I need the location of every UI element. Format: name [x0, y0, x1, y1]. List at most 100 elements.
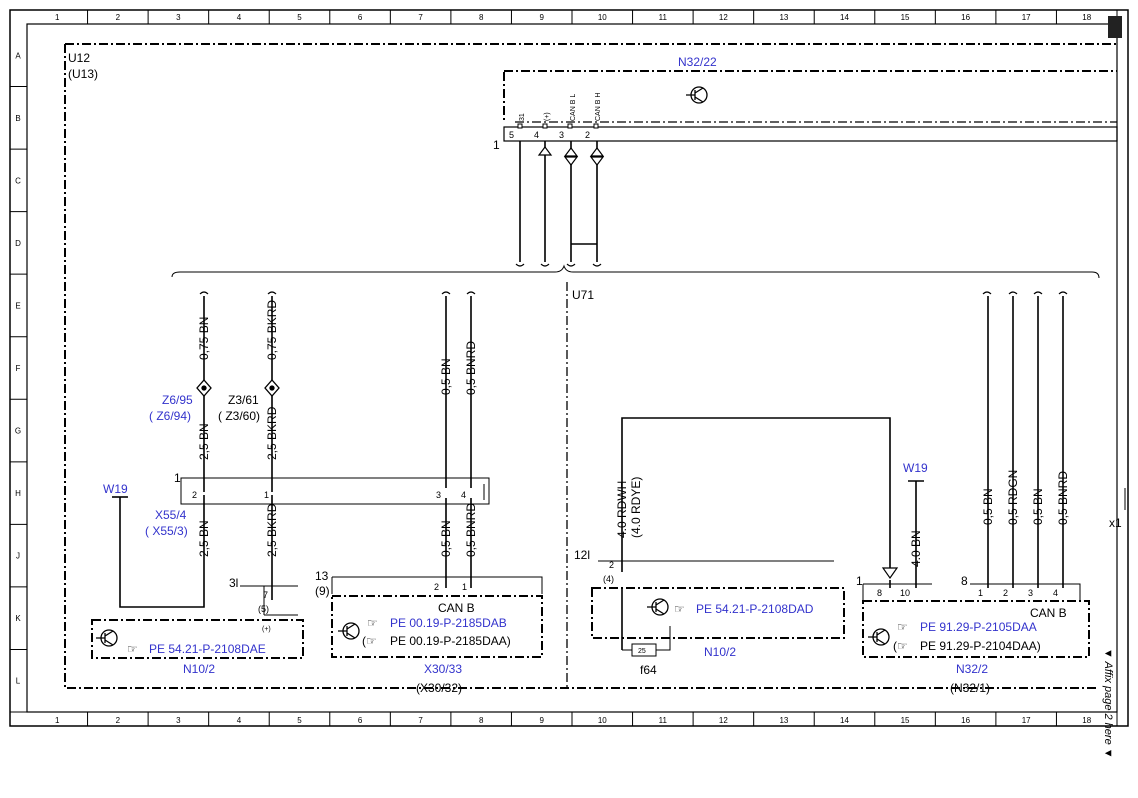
- wire-label-25bkrd-b: 2,5 BKRD: [265, 503, 279, 557]
- x30-33-label: X30/33: [424, 662, 462, 676]
- control-unit-icon-x30: [338, 622, 360, 640]
- grid-column-label: 3: [176, 716, 181, 725]
- z6-95-label: Z6/95: [162, 393, 193, 407]
- left-pin-3: 3: [436, 490, 441, 500]
- ref-hand-icon-1: ☞: [127, 642, 138, 656]
- x30-ref-13: 13: [315, 569, 329, 583]
- z3-61-label: Z3/61: [228, 393, 259, 407]
- link-pe-2105daa[interactable]: PE 91.29-P-2105DAA: [920, 620, 1037, 634]
- u71-label: U71: [572, 288, 594, 302]
- n32-22-label: N32/22: [678, 55, 717, 69]
- mid-pin-2: 2: [609, 560, 614, 570]
- wire-label-05bnrd-a: 0,5 BNRD: [464, 341, 478, 395]
- wire-label-rdwh: 4.0 RDWH: [615, 481, 629, 538]
- grid-row-label: A: [15, 51, 21, 60]
- top-pin-terminals: [517, 123, 599, 129]
- top-pin-5: 5: [509, 130, 514, 140]
- right-ref-1: 1: [856, 574, 863, 588]
- grid-column-label: 18: [1082, 13, 1091, 22]
- n32-2-connector: [862, 583, 1081, 600]
- ref-hand-icon-5: ☞: [897, 620, 908, 634]
- wire-label-05bn-r1: 0,5 BN: [981, 488, 995, 525]
- left-pin-2: 2: [192, 490, 197, 500]
- wire-label-05bn-b: 0,5 BN: [439, 520, 453, 557]
- link-pe-2185dab[interactable]: PE 00.19-P-2185DAB: [390, 616, 507, 630]
- link-pe-2108dae[interactable]: PE 54.21-P-2108DAE: [149, 642, 266, 656]
- sig-can-h: CAN B H: [595, 93, 602, 121]
- wire-label-05bn-r2: 0,5 BN: [1031, 488, 1045, 525]
- right-pin-10: 10: [900, 588, 910, 598]
- grid-column-label: 7: [418, 716, 423, 725]
- ref-hand-icon-4: ☞: [674, 602, 685, 616]
- x55-4-label: X55/4: [155, 508, 187, 522]
- w19-right-label: W19: [903, 461, 928, 475]
- grid-column-label: 15: [901, 716, 910, 725]
- z3-60-label: ( Z3/60): [218, 409, 260, 423]
- wire-label-075bn: 0,75 BN: [197, 317, 211, 360]
- pin-7-label: 7: [263, 590, 268, 600]
- fuse-f64: [631, 643, 657, 657]
- grid-row-label: H: [15, 489, 21, 498]
- x55-3-label: ( X55/3): [145, 524, 188, 538]
- affix-note: ▼ Affix page 2 here ▼: [1102, 648, 1114, 759]
- grid-column-label: 6: [358, 716, 363, 725]
- bus-brace: [171, 264, 1100, 279]
- n32-2-label: N32/2: [956, 662, 988, 676]
- wire-label-05rdgn: 0,5 RDGN: [1006, 470, 1020, 525]
- x30-connector: [331, 576, 543, 594]
- u12-frame: [64, 43, 1117, 689]
- grid-column-label: 17: [1022, 13, 1031, 22]
- grid-column-label: 1: [55, 716, 60, 725]
- grid-column-label: 11: [659, 716, 668, 725]
- x30-33-frame: [331, 595, 543, 658]
- grid-column-label: 2: [116, 13, 121, 22]
- conn-3l-label: 3l: [229, 576, 238, 590]
- right-pin-8: 8: [877, 588, 882, 598]
- fuse-25-label: 25: [638, 648, 646, 655]
- grid-column-label: 9: [539, 716, 544, 725]
- z6-94-label: ( Z6/94): [149, 409, 191, 423]
- wire-right-bus: [987, 296, 1064, 588]
- n10-2-left-label: N10/2: [183, 662, 215, 676]
- grid-column-label: 4: [237, 13, 242, 22]
- n10-2-mid-frame: [591, 587, 845, 639]
- x30-pin-1: 1: [462, 582, 467, 592]
- control-unit-icon-mid: [647, 598, 669, 616]
- pin-5p-label: (5): [258, 604, 269, 614]
- grid-column-label: 9: [539, 13, 544, 22]
- grid-column-label: 6: [358, 13, 363, 22]
- n32-22-frame: [503, 70, 1117, 122]
- left-pin-4: 4: [461, 490, 466, 500]
- grid-row-label: G: [15, 427, 21, 436]
- grid-column-label: 12: [719, 13, 728, 22]
- grid-column-label: 14: [840, 716, 849, 725]
- grid-column-label: 17: [1022, 716, 1031, 725]
- grid-column-label: 4: [237, 716, 242, 725]
- page-tab-icon: [1108, 16, 1122, 38]
- ref-hand-icon-3: (☞: [362, 634, 377, 648]
- grid-column-label: 2: [116, 716, 121, 725]
- x30-ref-9: (9): [315, 584, 330, 598]
- grid-column-label: 14: [840, 13, 849, 22]
- link-pe-2108dad[interactable]: PE 54.21-P-2108DAD: [696, 602, 814, 616]
- f64-label: f64: [640, 663, 657, 677]
- grid-column-label: 5: [297, 13, 302, 22]
- wire-label-05bnrd-b: 0,5 BNRD: [464, 503, 478, 557]
- x30-can-b: CAN B: [438, 601, 475, 615]
- left-pin-1: 1: [264, 490, 269, 500]
- grid-row-label: E: [15, 301, 20, 310]
- wire-left-bn: [119, 296, 205, 608]
- top-wires: [519, 141, 598, 262]
- grid-column-label: 11: [659, 13, 668, 22]
- left-connector-bar: [180, 477, 490, 505]
- grid-row-label: K: [15, 614, 21, 623]
- right-pin-3: 3: [1028, 588, 1033, 598]
- grid-column-label: 13: [779, 716, 788, 725]
- wire-label-40bn: 4.0 BN: [909, 530, 923, 567]
- link-pe-2185daa[interactable]: PE 00.19-P-2185DAA): [390, 634, 511, 648]
- w19-ground-right: [908, 480, 924, 588]
- link-pe-2104daa[interactable]: PE 91.29-P-2104DAA): [920, 639, 1041, 653]
- n32-2-can-b: CAN B: [1030, 606, 1067, 620]
- fuse-wire: [622, 626, 671, 651]
- grid-column-label: 3: [176, 13, 181, 22]
